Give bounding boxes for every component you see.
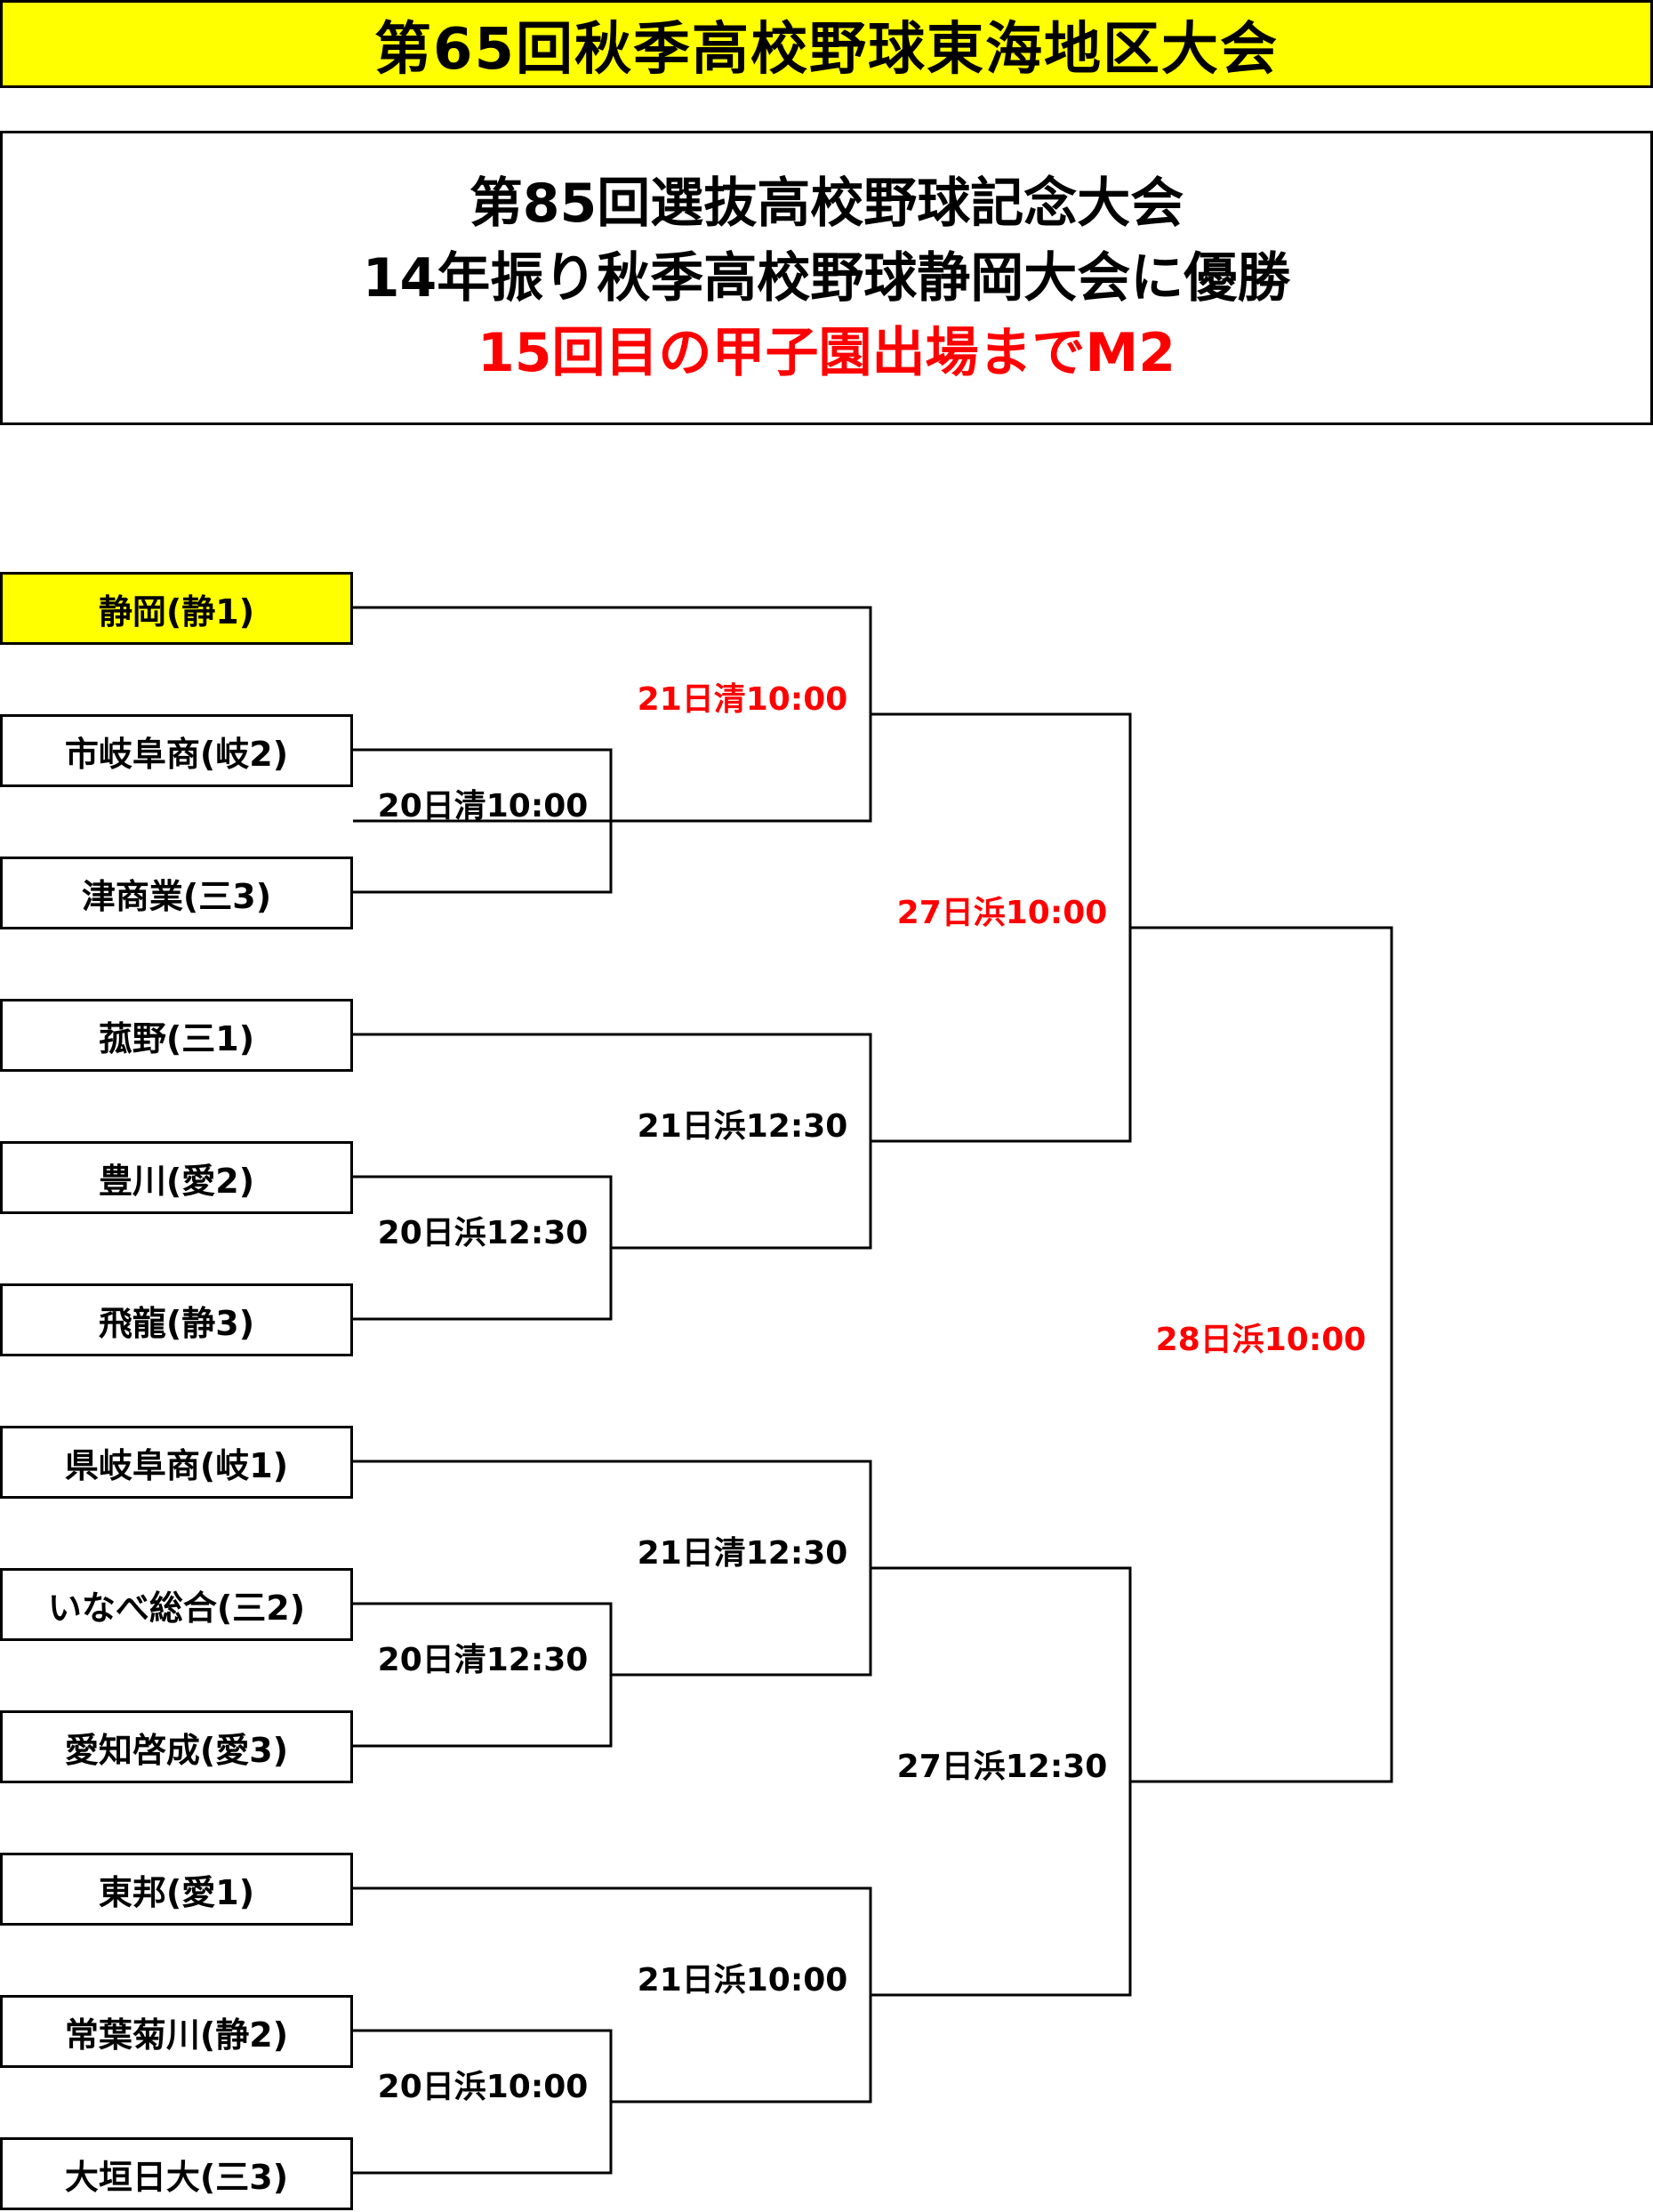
match-label-r1-b: 20日浜12:30 (377, 1215, 589, 1251)
match-label-r1-c: 20日清12:30 (377, 1642, 589, 1678)
info-box: 第85回選抜高校野球記念大会 14年振り秋季高校野球静岡大会に優勝 15回目の甲… (0, 131, 1653, 425)
team-slot-11: 常葉菊川(静2) (0, 1995, 353, 2068)
info-line-3: 15回目の甲子園出場までM2 (477, 321, 1176, 384)
match-label-r2-c: 21日清12:30 (637, 1535, 848, 1572)
bracket-line (353, 1886, 872, 2103)
info-line-1: 第85回選抜高校野球記念大会 (469, 172, 1184, 235)
team-slot-4: 菰野(三1) (0, 999, 353, 1072)
match-label-r1-d: 20日浜10:00 (377, 2069, 589, 2105)
bracket-line (1130, 926, 1393, 1783)
team-slot-12: 大垣日大(三3) (0, 2137, 353, 2210)
team-slot-5: 豊川(愛2) (0, 1141, 353, 1214)
bracket-line (353, 1033, 872, 1250)
team-slot-1: 静岡(静1) (0, 572, 353, 645)
match-label-sf-b: 27日浜12:30 (896, 1749, 1108, 1785)
team-slot-10: 東邦(愛1) (0, 1853, 353, 1926)
match-label-final: 28日浜10:00 (1155, 1322, 1367, 1358)
tournament-title: 第65回秋季高校野球東海地区大会 (0, 0, 1653, 88)
bracket-line (353, 1602, 613, 1748)
team-slot-9: 愛知啓成(愛3) (0, 1710, 353, 1783)
team-slot-8: いなべ総合(三2) (0, 1568, 353, 1641)
team-slot-3: 津商業(三3) (0, 857, 353, 929)
team-slot-7: 県岐阜商(岐1) (0, 1426, 353, 1499)
team-slot-2: 市岐阜商(岐2) (0, 714, 353, 787)
bracket-line (353, 1175, 613, 1321)
match-label-sf-a: 27日浜10:00 (896, 895, 1108, 931)
info-line-2: 14年振り秋季高校野球静岡大会に優勝 (362, 246, 1291, 310)
match-label-r1-a: 20日清10:00 (377, 788, 589, 824)
match-label-r2-a: 21日清10:00 (637, 681, 848, 718)
bracket-line (353, 2029, 613, 2175)
match-label-r2-d: 21日浜10:00 (637, 1962, 848, 1999)
team-slot-6: 飛龍(静3) (0, 1283, 353, 1356)
match-label-r2-b: 21日浜12:30 (637, 1108, 848, 1145)
